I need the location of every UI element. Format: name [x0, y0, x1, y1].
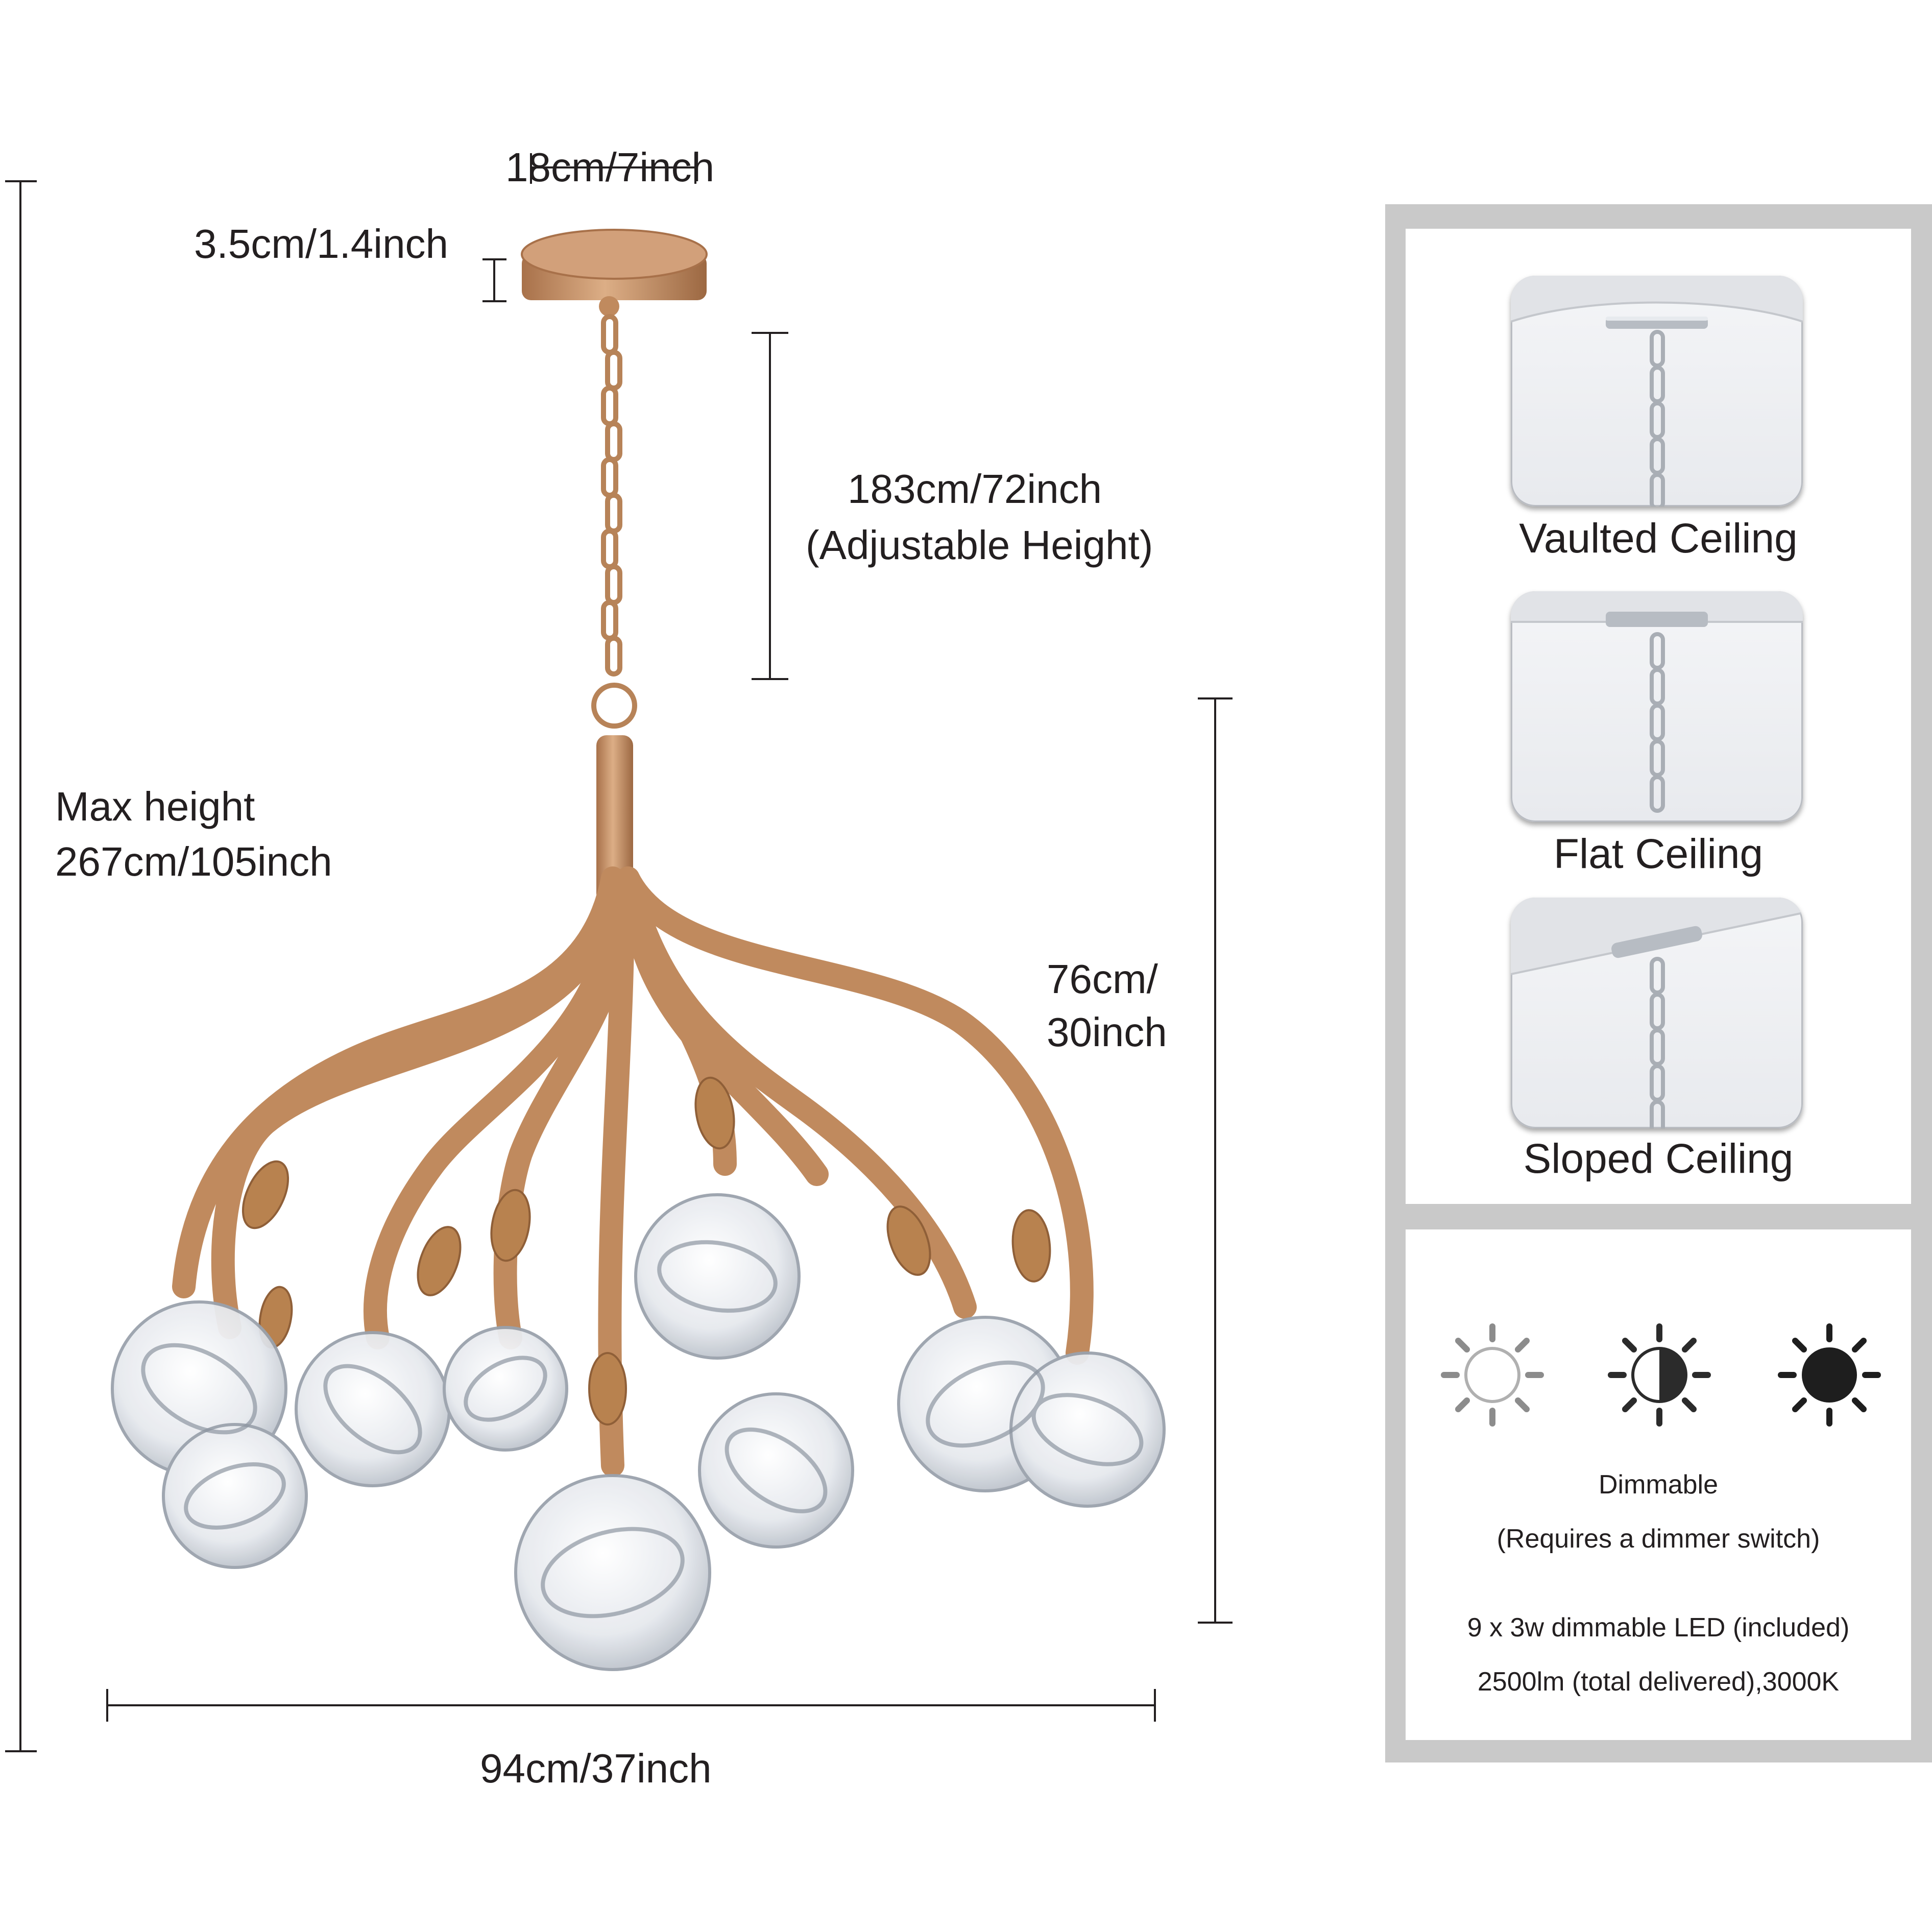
lamp-cups: [242, 1076, 1051, 1426]
body-width-label: 94cm/37inch: [480, 1746, 712, 1791]
dimmable-title: Dimmable: [1598, 1470, 1719, 1500]
led-spec-line1: 9 x 3w dimmable LED (included): [1467, 1613, 1850, 1643]
glass-knots: [111, 1193, 1166, 1671]
canopy: [521, 229, 708, 317]
body-height-label-line1: 76cm/: [1047, 956, 1158, 1002]
dimming-box: Dimmable (Requires a dimmer switch) 9 x …: [1406, 1229, 1911, 1740]
vaulted-ceiling-label: Vaulted Ceiling: [1519, 515, 1798, 562]
sun-half-icon: [1608, 1323, 1711, 1427]
max-height-label: Max height: [55, 784, 255, 829]
dimension-lines: [5, 153, 1233, 1752]
ceiling-types-box: Vaulted Ceiling Flat Ceiling: [1406, 229, 1911, 1204]
sun-dark-icon: [1778, 1323, 1881, 1427]
canopy-height-label: 3.5cm/1.4inch: [194, 221, 449, 267]
led-spec-line2: 2500lm (total delivered),3000K: [1477, 1667, 1840, 1697]
glass-knot-loops: [141, 1240, 1144, 1619]
chain: [591, 314, 637, 729]
flat-ceiling-icon: [1511, 591, 1803, 822]
stem: [596, 735, 633, 904]
canopy-width-label: 18cm/7inch: [505, 144, 715, 190]
max-height-value: 267cm/105inch: [55, 839, 332, 884]
sun-bright-icon: [1441, 1323, 1544, 1427]
chain-note-label: (Adjustable Height): [806, 522, 1153, 568]
sloped-ceiling-icon: [1511, 898, 1803, 1128]
info-panel: Vaulted Ceiling Flat Ceiling: [1385, 204, 1932, 1762]
chain-length-label: 183cm/72inch: [848, 466, 1102, 512]
arms: [172, 866, 1094, 1477]
flat-ceiling-label: Flat Ceiling: [1553, 831, 1764, 877]
sloped-ceiling-label: Sloped Ceiling: [1523, 1136, 1794, 1182]
dimmer-note: (Requires a dimmer switch): [1496, 1524, 1820, 1554]
vaulted-ceiling-icon: [1511, 276, 1803, 506]
body-height-label-line2: 30inch: [1047, 1009, 1167, 1055]
